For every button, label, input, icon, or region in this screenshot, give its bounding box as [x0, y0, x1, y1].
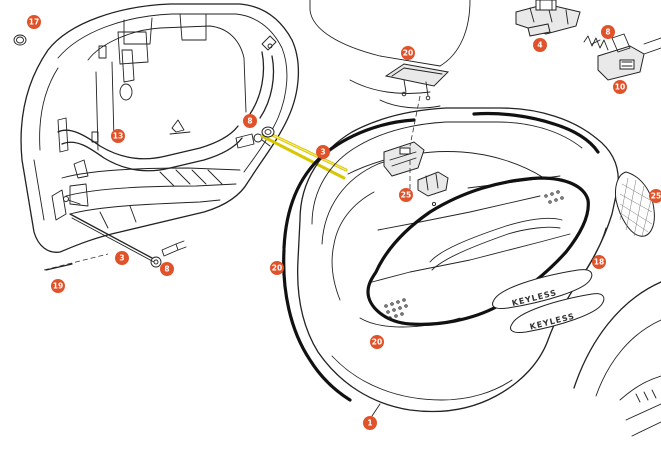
svg-text:25: 25 — [401, 191, 411, 200]
callout-1: 1 — [363, 416, 377, 430]
svg-text:19: 19 — [53, 282, 63, 291]
adjacent-lid-edge — [573, 281, 661, 437]
leader-lines — [371, 39, 601, 417]
svg-text:1: 1 — [367, 419, 372, 428]
callout-25-mesh: 25 — [649, 189, 661, 203]
lid-hinge — [383, 141, 425, 177]
svg-text:8: 8 — [605, 28, 610, 37]
hinge-clip — [417, 171, 449, 207]
highlighted-support-strap — [260, 126, 348, 180]
bracket-guide-line — [409, 95, 421, 147]
callout-20-bracket: 20 — [401, 46, 415, 60]
outer-lid — [296, 107, 619, 413]
latch-part — [597, 33, 661, 81]
callout-20-left: 20 — [270, 261, 284, 275]
callout-8-spring: 8 — [601, 25, 615, 39]
callout-3-strap: 3 — [316, 145, 330, 159]
svg-text:13: 13 — [113, 132, 123, 141]
mesh-reflector — [615, 171, 655, 237]
callout-19: 19 — [51, 279, 65, 293]
svg-text:25: 25 — [651, 192, 661, 201]
callout-17: 17 — [27, 15, 41, 29]
cable-rod — [69, 213, 162, 268]
inner-window-seal — [366, 176, 590, 326]
callout-3-rod: 3 — [115, 251, 129, 265]
inner-shell-assembly — [20, 3, 300, 253]
pin — [45, 263, 73, 271]
bolt-lower — [161, 240, 187, 257]
callout-8-upper-left: 8 — [243, 114, 257, 128]
callout-8-lower: 8 — [160, 262, 174, 276]
svg-text:4: 4 — [537, 41, 542, 50]
bracket-plate — [384, 63, 450, 101]
svg-text:18: 18 — [594, 258, 604, 267]
svg-text:10: 10 — [615, 83, 625, 92]
svg-text:8: 8 — [164, 265, 169, 274]
ring-washer — [13, 34, 27, 46]
bolt-upper — [235, 133, 263, 149]
svg-text:3: 3 — [119, 254, 124, 263]
callout-20-lower: 20 — [370, 335, 384, 349]
callouts: 17 13 8 3 3 8 19 20 4 8 10 20 25 20 18 2… — [27, 15, 661, 430]
lock-mechanism — [515, 0, 581, 37]
svg-text:17: 17 — [29, 18, 39, 27]
callout-10: 10 — [613, 80, 627, 94]
svg-text:20: 20 — [403, 49, 413, 58]
callout-18: 18 — [592, 255, 606, 269]
svg-text:20: 20 — [372, 338, 382, 347]
outer-seal-left — [282, 118, 416, 250]
callout-25-hinge: 25 — [399, 188, 413, 202]
svg-text:3: 3 — [320, 148, 325, 157]
callout-13: 13 — [111, 129, 125, 143]
svg-text:20: 20 — [272, 264, 282, 273]
mount-frame — [309, 0, 471, 109]
svg-text:8: 8 — [247, 117, 252, 126]
outer-seal-lower — [282, 248, 352, 402]
callout-4: 4 — [533, 38, 547, 52]
outer-seal-right — [472, 111, 600, 154]
ring-washer-inner — [16, 36, 24, 44]
spring — [583, 35, 609, 51]
lid-vents — [384, 190, 564, 320]
